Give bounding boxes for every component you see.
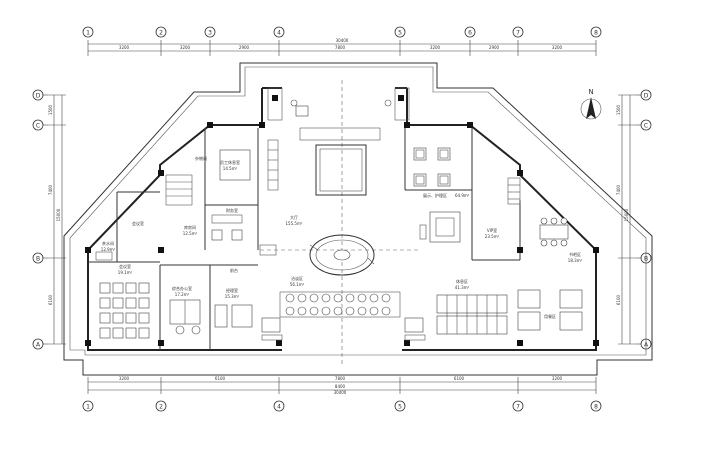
dim-bottom-mid: 8400 — [335, 384, 346, 389]
top-grid-bubbles: 1 2 3 4 5 6 7 8 — [82, 26, 602, 38]
left-grid-bubbles: D C B A — [32, 89, 48, 350]
grid-top-4: 4 — [277, 30, 281, 37]
room-rest-area-area: 41.3m² — [455, 285, 470, 290]
grid-bottom-1: 1 — [86, 404, 90, 411]
grid-bottom-7: 7 — [516, 404, 520, 411]
dim-right-total: 15000 — [624, 208, 629, 221]
left-rooms-furniture — [95, 149, 253, 339]
grid-left-c: C — [36, 123, 40, 130]
grid-bottom-8: 8 — [594, 404, 598, 411]
grid-top-3: 3 — [208, 30, 212, 37]
room-general-office-name: 综合办公室 — [172, 285, 192, 291]
grid-top-2: 2 — [159, 30, 163, 37]
room-reception-name: 前台 — [230, 267, 238, 273]
room-tea-area: 12.9m² — [101, 247, 116, 252]
dim-top-4: 7800 — [335, 45, 346, 50]
room-storage-name: 库房间 — [184, 224, 196, 230]
dim-top-3: 2900 — [239, 45, 250, 50]
dim-bottom-5: 3200 — [552, 376, 563, 381]
grid-bottom-4: 4 — [277, 404, 281, 411]
grid-right-d: D — [644, 93, 649, 100]
room-exhibit-area: 64.9m² — [455, 193, 470, 198]
room-storage-area: 12.5m² — [183, 231, 198, 236]
grid-top-8: 8 — [594, 30, 598, 37]
dim-top-2: 3200 — [180, 45, 191, 50]
room-manager-name: 经理室 — [226, 287, 238, 293]
room-waiting-area: 56.1m² — [290, 282, 305, 287]
room-tea-name: 茶水间 — [102, 240, 114, 246]
right-grid-bubbles: D C B A — [636, 89, 652, 350]
dim-right-1: 1500 — [616, 104, 621, 115]
room-lobby-name: 大厅 — [290, 214, 298, 220]
room-meeting-area: 19.1m² — [118, 270, 133, 275]
exhibit-fixtures — [413, 147, 461, 243]
room-lounge-name: 书吧区 — [569, 251, 581, 257]
grid-left-b: B — [36, 256, 40, 263]
room-staff-rest-area: 14.5m² — [223, 166, 238, 171]
room-exhibit-name: 展示、护理区 — [423, 192, 447, 198]
grid-top-1: 1 — [86, 30, 90, 37]
north-arrow: N — [580, 88, 602, 120]
bottom-grid-bubbles: 1 2 4 5 7 8 — [82, 400, 602, 412]
dim-left-2: 7400 — [48, 184, 53, 195]
room-vip-name: VIP室 — [487, 227, 497, 233]
structural-columns — [85, 95, 599, 346]
dim-right-2: 7400 — [616, 184, 621, 195]
room-rest-area-name: 休息区 — [456, 278, 468, 284]
grid-bottom-2: 2 — [159, 404, 163, 411]
dim-bottom-4: 6100 — [454, 376, 465, 381]
left-dimension-chain: 1500 7400 6100 15000 — [48, 94, 66, 345]
grid-top-6: 6 — [468, 30, 472, 37]
dim-top-1: 3200 — [119, 45, 130, 50]
north-label: N — [588, 88, 593, 96]
dim-top-7: 3200 — [552, 45, 563, 50]
dim-left-total: 15000 — [56, 208, 61, 221]
dim-right-3: 6100 — [616, 294, 621, 305]
room-waiting-name: 洽谈区 — [291, 275, 303, 281]
room-staff-rest-name: 员工休息室 — [220, 159, 240, 165]
grid-right-c: C — [644, 123, 648, 130]
dim-top-6: 2900 — [489, 45, 500, 50]
waiting-seating — [279, 291, 401, 318]
dim-top-5: 3200 — [430, 45, 441, 50]
room-lounge-area: 18.3m² — [568, 258, 583, 263]
room-lobby-area: 155.5m² — [286, 221, 303, 226]
dim-top-total: 30400 — [336, 38, 349, 43]
grid-bottom-5: 5 — [398, 404, 402, 411]
dim-left-1: 1500 — [48, 104, 53, 115]
dim-bottom-2: 6100 — [215, 376, 226, 381]
grid-top-5: 5 — [398, 30, 402, 37]
room-finance-name: 财务室 — [226, 207, 238, 213]
room-manager-area: 15.3m² — [225, 294, 240, 299]
room-dining-name: 用餐区 — [544, 313, 556, 319]
right-dimension-chain: 1500 7400 6100 15000 — [616, 94, 636, 345]
dim-left-3: 6100 — [48, 294, 53, 305]
rest-area-table — [436, 294, 508, 335]
roof-outline — [63, 62, 653, 376]
dim-bottom-total: 30400 — [334, 390, 347, 395]
bottom-dimension-chain: 3200 6100 7800 6100 3200 8400 30400 — [87, 376, 597, 395]
dim-bottom-3: 7800 — [335, 376, 346, 381]
room-general-office-area: 17.2m² — [175, 292, 190, 297]
right-rooms-furniture — [507, 177, 583, 331]
grid-left-d: D — [36, 93, 41, 100]
room-vip-area: 23.5m² — [485, 234, 500, 239]
lobby-features — [259, 80, 426, 365]
grid-right-a: A — [644, 342, 649, 349]
room-meeting-name: 会议室 — [119, 263, 131, 269]
dim-bottom-1: 3200 — [119, 376, 130, 381]
grid-left-a: A — [36, 342, 41, 349]
top-dimension-chain: 3200 3200 2900 7800 3200 2900 3200 30400 — [87, 38, 597, 56]
grid-top-7: 7 — [516, 30, 520, 37]
room-network-name: 会议室 — [132, 220, 144, 226]
room-labels: 大厅 155.5m² 洽谈区 56.1m² 展示、护理区 64.9m² 员工休息… — [101, 155, 583, 319]
room-storage2-name: 杂物间 — [195, 155, 207, 161]
